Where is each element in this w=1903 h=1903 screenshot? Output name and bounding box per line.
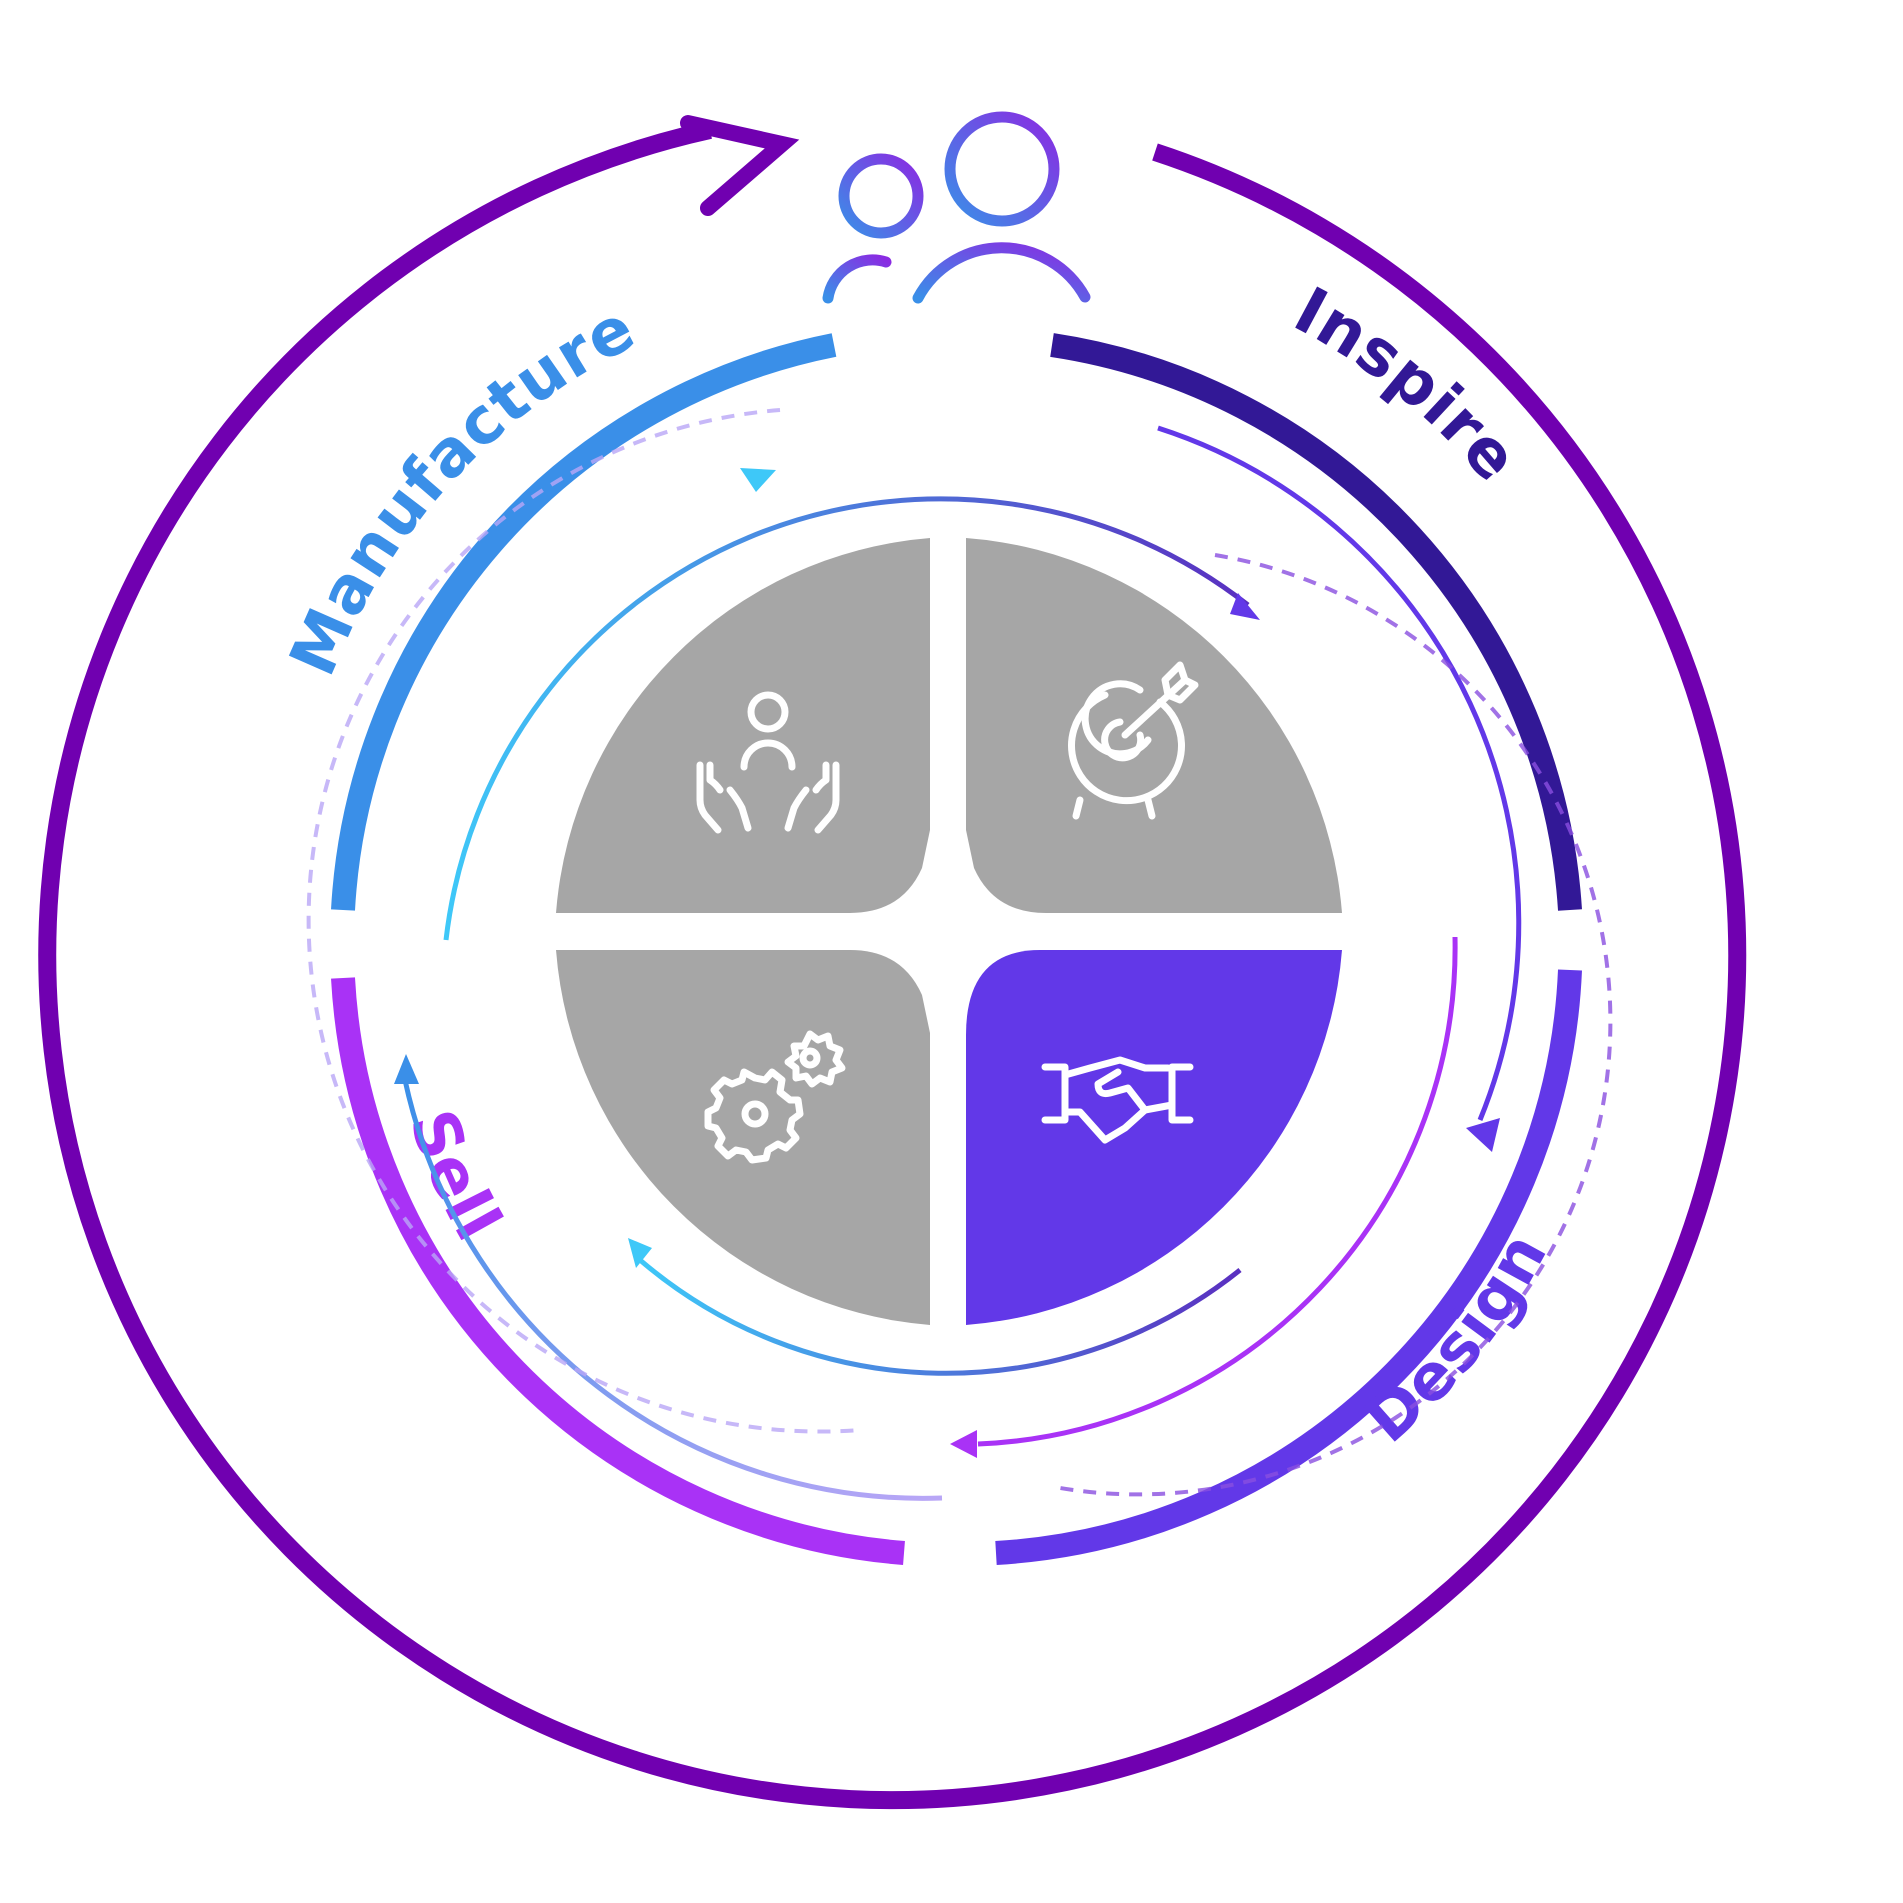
inner-arrow-top-left <box>740 468 776 492</box>
flow-arc-right <box>1157 425 1522 1121</box>
inner-arrow-top-right <box>1230 593 1260 620</box>
flow-arc-left <box>402 1079 943 1501</box>
flow-arrow-left <box>394 1054 419 1084</box>
quadrant-bottom-left <box>556 950 930 1325</box>
design-label: Design <box>1352 1221 1562 1458</box>
quadrant-top-left <box>556 538 930 913</box>
outer-ring <box>38 121 1747 1810</box>
dashed-arc-right <box>1059 553 1613 1497</box>
sell-arc <box>331 977 905 1565</box>
inner-arrow-bottom-left <box>628 1238 652 1268</box>
inner-arc-bottom <box>638 1258 1242 1376</box>
dashed-arc-left <box>306 408 861 1434</box>
outer-ring-arrowhead <box>680 115 800 216</box>
users-icon <box>822 111 1091 304</box>
design-arc <box>995 969 1582 1565</box>
flow-arrow-bottom <box>950 1430 977 1458</box>
gears-icon <box>704 1030 846 1164</box>
manufacture-label: Manufacture <box>276 291 647 686</box>
quadrant-bottom-right <box>966 950 1342 1325</box>
flow-arc-bottom <box>977 936 1458 1447</box>
manufacture-arc <box>331 333 837 911</box>
target-arrow-icon <box>1068 661 1199 820</box>
hands-holding-person-icon <box>696 691 840 834</box>
quadrant-top-right <box>966 538 1342 913</box>
flow-arrow-right <box>1466 1118 1500 1152</box>
inner-arc-top <box>443 496 1250 941</box>
handshake-icon <box>1041 1056 1194 1144</box>
